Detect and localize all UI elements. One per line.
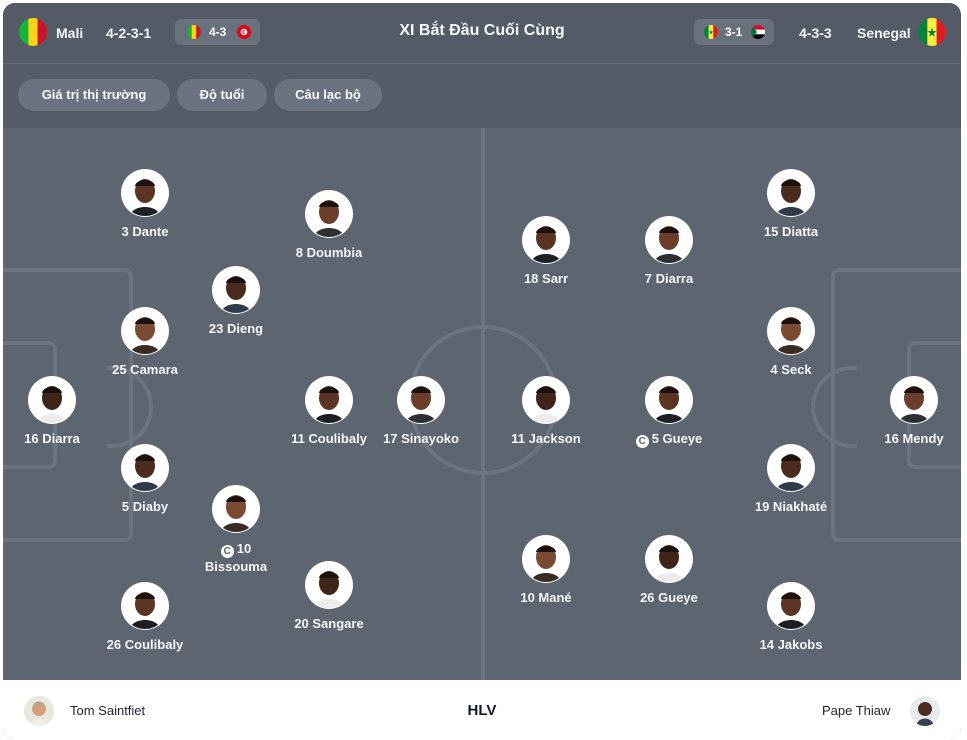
home-recent-result[interactable]: 4-3 bbox=[175, 19, 260, 45]
player-avatar[interactable] bbox=[122, 170, 168, 216]
away-team-name[interactable]: Senegal bbox=[857, 25, 911, 41]
age-filter[interactable]: Độ tuổi bbox=[177, 79, 267, 111]
player-name: 17 Sinayoko bbox=[383, 431, 459, 446]
coach-label: HLV bbox=[467, 702, 497, 719]
home-player[interactable]: 5 Diaby bbox=[75, 445, 215, 515]
lineup-title: XI Bắt Đầu Cuối Cùng bbox=[399, 22, 565, 39]
sudan-flag-icon bbox=[751, 25, 765, 39]
player-avatar[interactable] bbox=[646, 377, 692, 423]
player-avatar[interactable] bbox=[523, 536, 569, 582]
player-avatar[interactable] bbox=[768, 170, 814, 216]
player-name: 15 Diatta bbox=[763, 224, 819, 239]
home-recent-score: 4-3 bbox=[209, 25, 227, 39]
player-name: 26 Gueye bbox=[640, 590, 698, 605]
player-avatar[interactable] bbox=[122, 583, 168, 629]
away-recent-score: 3-1 bbox=[725, 25, 743, 39]
player-avatar[interactable] bbox=[523, 377, 569, 423]
player-name: 20 Sangare bbox=[294, 616, 364, 631]
home-player[interactable]: 25 Camara bbox=[75, 308, 215, 378]
football-pitch: 3 Dante 8 Doumbia 23 Dieng 25 Camara 16 Diar… bbox=[3, 128, 961, 680]
player-avatar[interactable] bbox=[768, 308, 814, 354]
player-avatar[interactable] bbox=[306, 377, 352, 423]
player-avatar[interactable] bbox=[213, 486, 259, 532]
home-player[interactable]: 20 Sangare bbox=[259, 562, 399, 632]
mali-mini-flag-icon bbox=[187, 25, 201, 39]
senegal-flag-icon bbox=[918, 18, 946, 46]
home-player[interactable]: 3 Dante bbox=[75, 170, 215, 240]
player-name: 10 Mané bbox=[520, 590, 572, 605]
home-formation: 4-2-3-1 bbox=[106, 25, 152, 41]
away-recent-result[interactable]: 3-1 bbox=[694, 19, 774, 45]
player-name: 7 Diarra bbox=[644, 271, 694, 286]
player-avatar[interactable] bbox=[29, 377, 75, 423]
player-name: 18 Sarr bbox=[523, 271, 569, 286]
home-team-name[interactable]: Mali bbox=[56, 25, 84, 41]
filter-bar: Giá trị thị trường Độ tuổi Câu lạc bộ bbox=[3, 64, 961, 128]
away-formation: 4-3-3 bbox=[799, 25, 832, 41]
home-coach-avatar[interactable] bbox=[24, 696, 54, 726]
away-player[interactable]: 4 Seck bbox=[721, 308, 861, 378]
player-avatar[interactable] bbox=[523, 217, 569, 263]
club-filter[interactable]: Câu lạc bộ bbox=[274, 79, 382, 111]
coach-footer: Tom Saintfiet HLV Pape Thiaw bbox=[3, 680, 961, 740]
player-name: 11 Jackson bbox=[511, 431, 581, 446]
player-avatar[interactable] bbox=[122, 445, 168, 491]
player-avatar[interactable] bbox=[768, 583, 814, 629]
captain-icon: C bbox=[220, 545, 234, 558]
player-name: 11 Coulibaly bbox=[291, 431, 367, 446]
player-avatar[interactable] bbox=[398, 377, 444, 423]
player-avatar[interactable] bbox=[646, 536, 692, 582]
away-coach-avatar[interactable] bbox=[910, 696, 940, 726]
market-value-filter[interactable]: Giá trị thị trường bbox=[18, 79, 170, 111]
home-player[interactable]: 8 Doumbia bbox=[259, 191, 399, 261]
player-name: 25 Camara bbox=[112, 362, 178, 377]
player-avatar[interactable] bbox=[122, 308, 168, 354]
home-player[interactable]: 16 Diarra bbox=[3, 377, 122, 447]
player-name: 19 Niakhaté bbox=[754, 499, 828, 514]
mali-flag-icon bbox=[19, 18, 47, 46]
away-player[interactable]: 11 Jackson bbox=[476, 377, 616, 447]
player-avatar[interactable] bbox=[306, 562, 352, 608]
home-player[interactable]: 26 Coulibaly bbox=[75, 583, 215, 653]
player-name: 26 Coulibaly bbox=[106, 637, 184, 652]
away-player[interactable]: 7 Diarra bbox=[599, 217, 739, 287]
player-name: 23 Dieng bbox=[208, 321, 264, 336]
away-coach-name[interactable]: Pape Thiaw bbox=[822, 703, 891, 718]
player-avatar[interactable] bbox=[646, 217, 692, 263]
away-player[interactable]: 16 Mendy bbox=[844, 377, 961, 447]
player-avatar[interactable] bbox=[891, 377, 937, 423]
home-player[interactable]: 11 Coulibaly bbox=[259, 377, 399, 447]
away-player[interactable]: 18 Sarr bbox=[476, 217, 616, 287]
player-name: 16 Mendy bbox=[884, 431, 944, 446]
away-player[interactable]: 15 Diatta bbox=[721, 170, 861, 240]
away-player[interactable]: 19 Niakhaté bbox=[721, 445, 861, 515]
lineup-header: Mali 4-2-3-1 4-3 XI Bắt Đầu Cuối Cùng 3-… bbox=[3, 3, 961, 64]
away-player[interactable]: 14 Jakobs bbox=[721, 583, 861, 653]
senegal-mini-flag-icon bbox=[704, 25, 718, 39]
player-name: 3 Dante bbox=[121, 224, 169, 239]
player-avatar[interactable] bbox=[768, 445, 814, 491]
player-avatar[interactable] bbox=[306, 191, 352, 237]
captain-icon: C bbox=[635, 435, 649, 448]
player-name: 14 Jakobs bbox=[759, 637, 823, 652]
home-player[interactable]: 17 Sinayoko bbox=[351, 377, 491, 447]
lineup-card: Mali 4-2-3-1 4-3 XI Bắt Đầu Cuối Cùng 3-… bbox=[3, 3, 961, 740]
player-name: 16 Diarra bbox=[24, 431, 80, 446]
player-name: 5 Diaby bbox=[121, 499, 169, 514]
player-name: 4 Seck bbox=[770, 362, 812, 377]
home-coach-name[interactable]: Tom Saintfiet bbox=[70, 703, 146, 718]
tunisia-flag-icon bbox=[237, 25, 251, 39]
player-name: 8 Doumbia bbox=[295, 245, 363, 260]
away-player[interactable]: 26 Gueye bbox=[599, 536, 739, 606]
away-player[interactable]: 10 Mané bbox=[476, 536, 616, 606]
player-avatar[interactable] bbox=[213, 267, 259, 313]
home-player[interactable]: 23 Dieng bbox=[166, 267, 306, 337]
